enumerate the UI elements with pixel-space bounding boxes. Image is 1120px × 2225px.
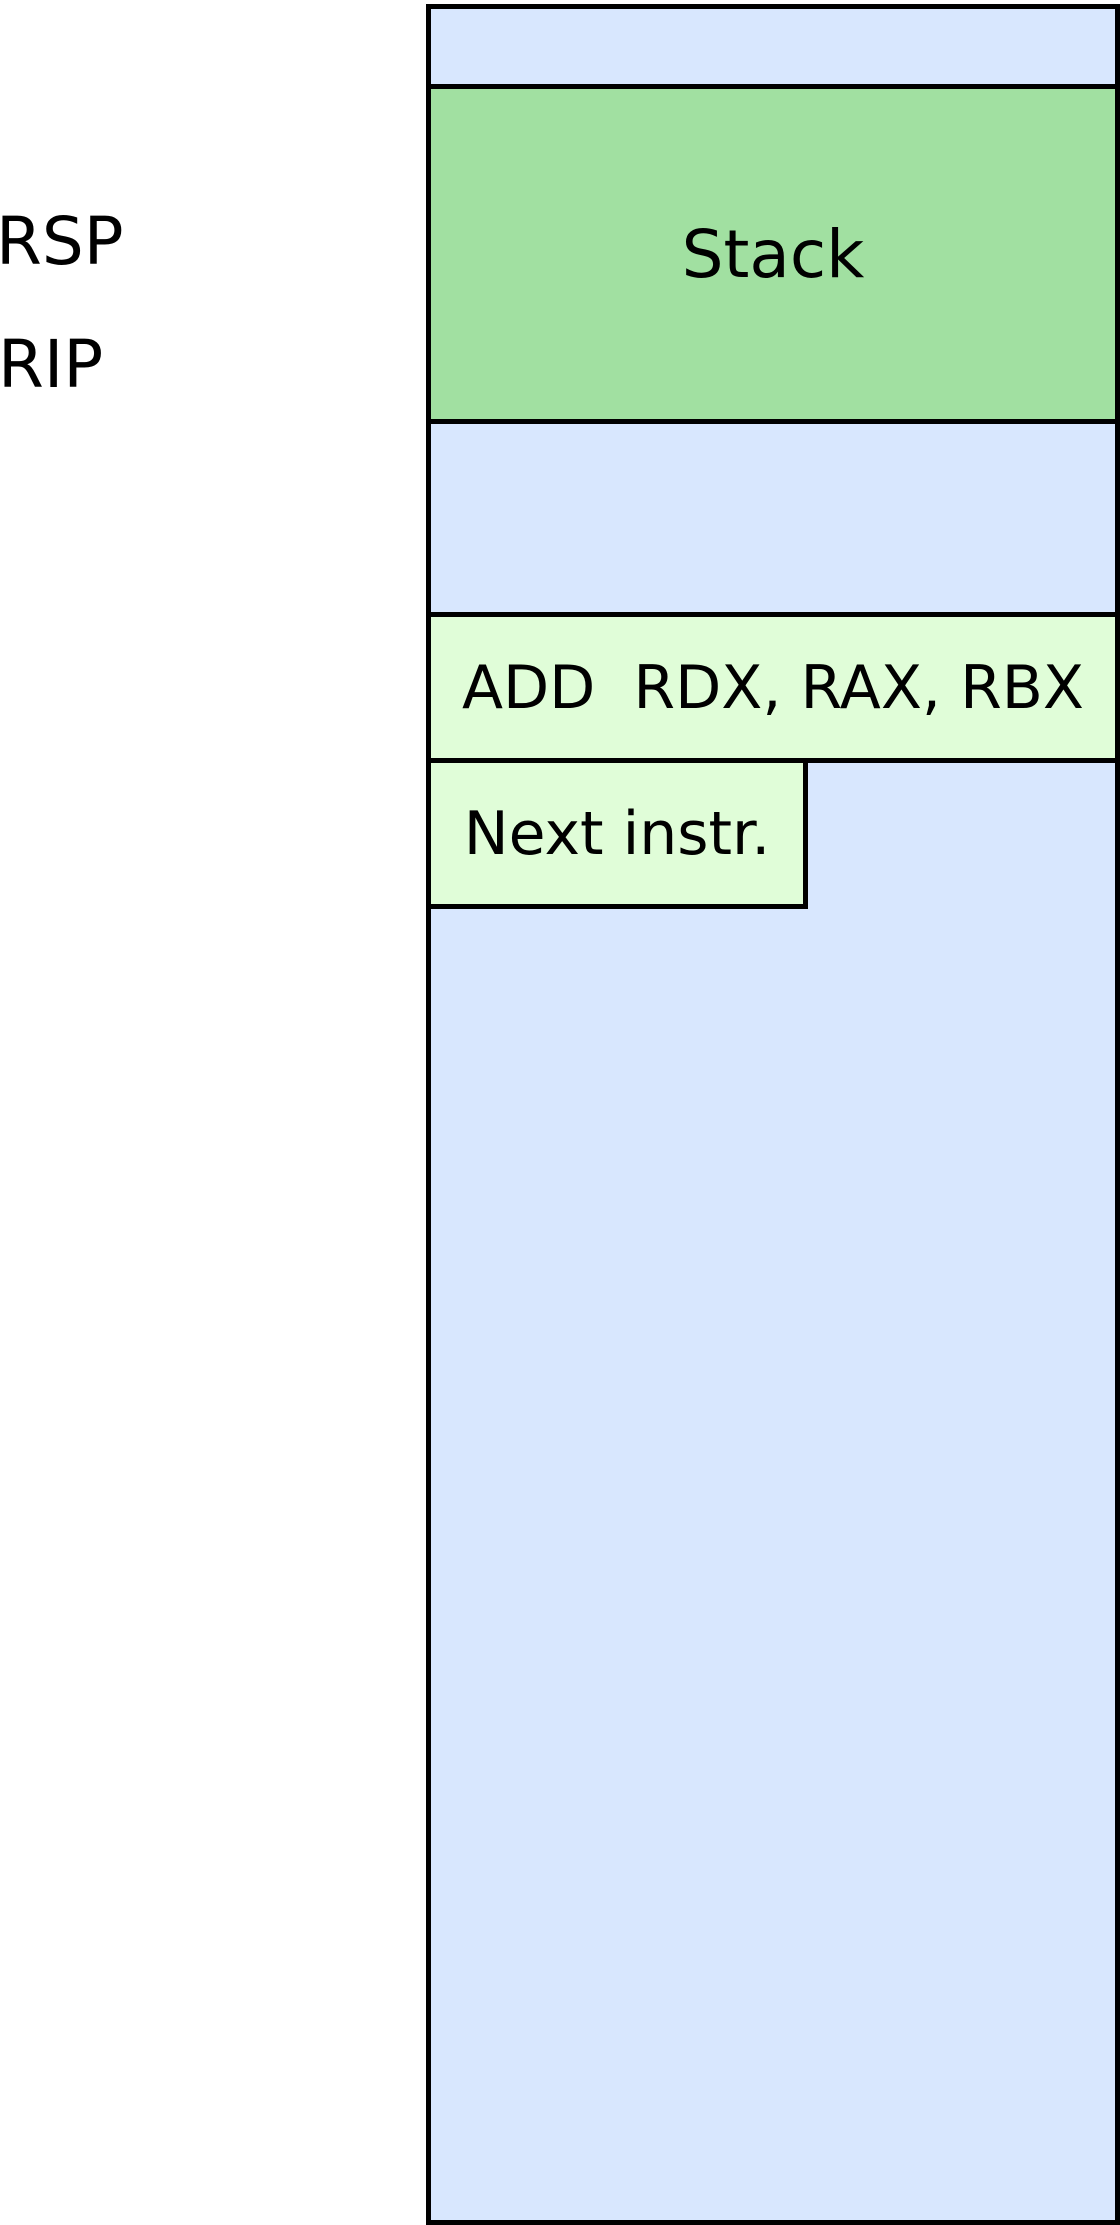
register-label-rsp: RSP xyxy=(0,203,124,280)
instruction-operands: RDX, RAX, RBX xyxy=(633,652,1085,723)
next-instruction: Next instr. xyxy=(426,758,808,909)
next-instruction-label: Next instr. xyxy=(463,798,771,869)
instruction-add: ADD RDX, RAX, RBX xyxy=(426,612,1120,763)
instruction-opcode: ADD xyxy=(461,652,596,723)
stack-region: Stack xyxy=(426,84,1120,424)
stack-label: Stack xyxy=(681,215,865,293)
register-label-rip: RIP xyxy=(0,326,104,403)
